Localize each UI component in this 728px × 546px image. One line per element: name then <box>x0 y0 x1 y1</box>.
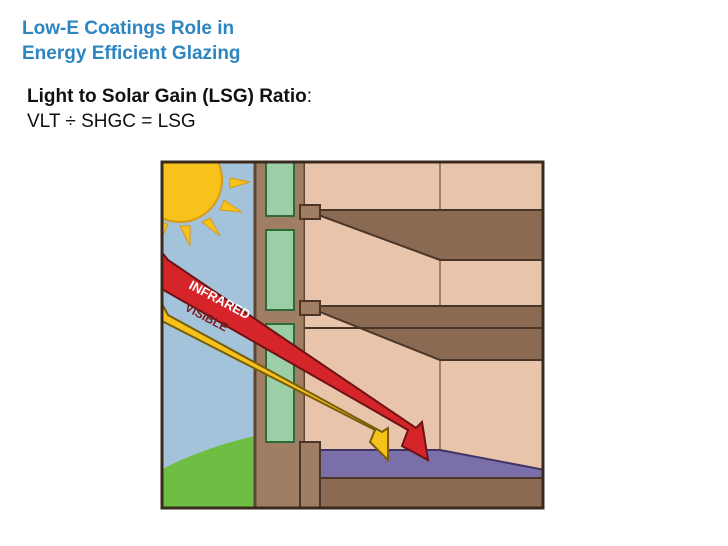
slide-title: Low-E Coatings Role in Energy Efficient … <box>22 16 241 66</box>
sun-icon <box>162 162 251 247</box>
upper-ceiling <box>304 209 543 261</box>
middle-glass <box>265 229 295 311</box>
title-line-2: Energy Efficient Glazing <box>22 43 241 64</box>
lsg-equation: VLT ÷ SHGC = LSG <box>27 111 196 132</box>
lsg-formula: Light to Solar Gain (LSG) Ratio: VLT ÷ S… <box>27 84 312 134</box>
grass <box>162 435 260 508</box>
lsg-heading: Light to Solar Gain (LSG) Ratio <box>27 86 307 107</box>
infrared-arrow <box>162 250 430 462</box>
lsg-colon: : <box>306 86 312 107</box>
upper-glass <box>265 162 295 217</box>
middle-floor <box>304 305 543 361</box>
visible-light-arrow <box>162 301 389 463</box>
lowe-window-diagram: INFRARED VISIBLE <box>160 160 545 510</box>
title-line-1: Low-E Coatings Role in <box>22 18 235 39</box>
